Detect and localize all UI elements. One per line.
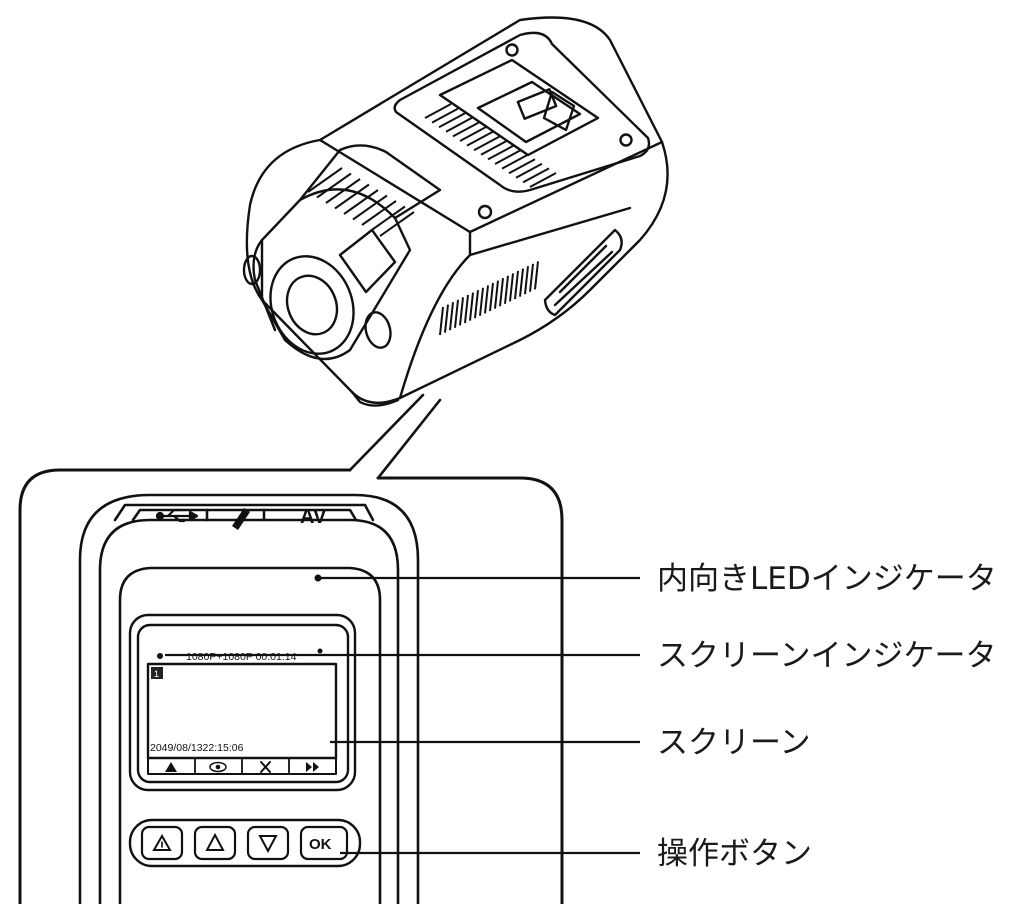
eye-icon: [209, 761, 227, 773]
vent-slat: [452, 121, 480, 138]
lens-ribs: [307, 167, 415, 237]
callout-screen: スクリーン: [657, 725, 810, 761]
vent-slat: [444, 304, 449, 333]
vent-slat: [438, 112, 466, 129]
mode-badge: [151, 667, 163, 679]
vent-slat: [370, 205, 406, 232]
vent-slat: [504, 275, 509, 304]
screen-datetime: 2049/08/1322:15:06: [150, 742, 244, 754]
zoom-connector: [348, 393, 442, 480]
screen-bezel: [128, 613, 357, 792]
vent-slat: [343, 189, 379, 215]
forward-icon: [306, 762, 319, 772]
vent-slat: [479, 287, 484, 316]
detail-panel-frame: [18, 468, 564, 904]
vent-slat: [473, 135, 501, 152]
vent-slat: [494, 149, 522, 165]
vent-slat: [325, 178, 361, 204]
vent-slat: [334, 183, 370, 210]
vent-grille-top: [424, 103, 557, 188]
vent-slat: [469, 292, 474, 321]
vent-slat: [480, 139, 508, 156]
record-dot: [157, 653, 163, 659]
vent-slat: [508, 158, 536, 175]
vent-slat: [494, 280, 499, 309]
vent-slat: [459, 126, 487, 142]
battery-dot: [317, 648, 323, 654]
pen-icon: [232, 508, 250, 530]
vent-slat: [474, 290, 479, 319]
down-button[interactable]: [246, 825, 290, 861]
vent-slat: [487, 144, 515, 161]
vent-slat: [445, 116, 473, 133]
vent-slat: [316, 172, 352, 199]
ok-button[interactable]: OK: [299, 825, 349, 861]
port-av-label: AV: [300, 506, 327, 528]
vent-slat: [439, 306, 444, 336]
vent-slat: [379, 211, 415, 237]
mode-badge-text: 1: [154, 669, 159, 679]
vent-slat: [431, 107, 459, 124]
vent-slat: [466, 130, 494, 147]
vent-slat: [454, 299, 459, 328]
vent-slat: [484, 285, 489, 314]
warning-icon: [165, 762, 177, 772]
operation-buttons: [128, 818, 362, 868]
vent-slat: [509, 273, 514, 302]
camera-body: [242, 16, 669, 407]
vent-slat: [499, 278, 504, 307]
vent-slat: [515, 162, 543, 179]
up-button[interactable]: [193, 825, 237, 861]
vent-slat: [534, 261, 539, 290]
callout-inner-led: 内向きLEDインジケータ: [657, 561, 997, 597]
up-icon: [205, 832, 225, 851]
vent-slat: [361, 200, 397, 226]
callout-screen-indicator: スクリーンインジケータ: [657, 638, 996, 674]
warning-button[interactable]: [140, 825, 184, 861]
vent-slat: [522, 167, 550, 184]
down-icon: [258, 835, 278, 854]
vent-slat: [449, 302, 454, 331]
screen-status-text: 1080P+1080P 00:01:14: [186, 651, 297, 663]
vent-slat: [529, 172, 557, 188]
vent-slat: [529, 263, 534, 292]
ok-button-label: OK: [309, 836, 332, 853]
warning-icon: [152, 833, 172, 851]
vent-slat: [464, 294, 469, 324]
vent-slat: [519, 268, 524, 297]
usb-icon: [155, 508, 199, 523]
screen: 1 2049/08/1322:15:06: [146, 662, 338, 775]
vent-slat: [489, 282, 494, 312]
vent-slat: [514, 270, 519, 300]
callout-buttons: 操作ボタン: [657, 836, 812, 872]
vent-slat: [424, 103, 452, 119]
vent-slat: [459, 297, 464, 326]
vent-grille-side: [439, 261, 539, 336]
vent-slat: [501, 153, 529, 170]
vent-slat: [352, 194, 388, 221]
vent-slat: [307, 167, 343, 193]
wrench-icon: [260, 761, 271, 773]
vent-slat: [524, 266, 529, 295]
leader-lines: [165, 576, 640, 855]
